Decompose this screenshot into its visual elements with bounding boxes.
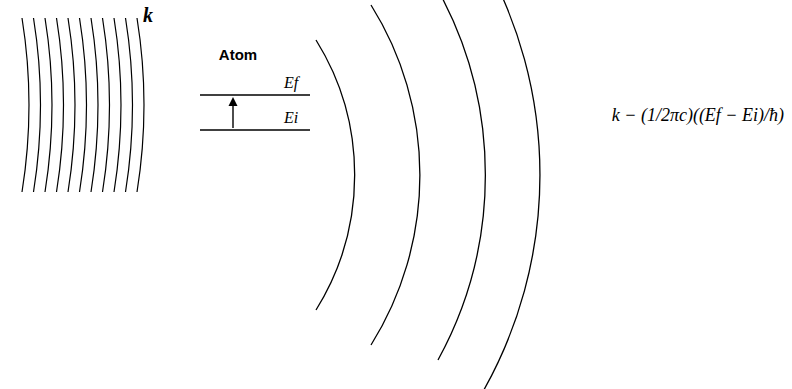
atom-label: Atom [219, 46, 257, 63]
incident-wavefronts [22, 18, 144, 192]
energy-level-line [200, 129, 310, 130]
atom-label-holder: Atom [219, 46, 257, 64]
atom-circle: AtomEfEi [156, 36, 320, 200]
wavefront [34, 18, 41, 192]
wavefront [80, 18, 87, 192]
wavefront [371, 5, 420, 345]
atom-disc [157, 37, 319, 199]
wavefront [45, 18, 52, 192]
wavefront [103, 18, 110, 192]
formula-label: k − (1/2πc)((Ef − Ei)/ħ) [612, 105, 784, 126]
formula-label-holder: k − (1/2πc)((Ef − Ei)/ħ) [612, 105, 784, 126]
transition-arrow [232, 104, 233, 128]
wavefront [68, 18, 75, 192]
wavefront [91, 18, 98, 192]
wavefront [114, 18, 121, 192]
wavefront [481, 0, 540, 389]
arrow-head [229, 97, 238, 106]
wave-number-label-holder: k [143, 4, 153, 27]
wavefront [316, 40, 355, 310]
energy-level-label: Ef [284, 74, 298, 92]
energy-levels [200, 95, 310, 130]
wavefront [137, 18, 144, 192]
energy-level-line [200, 94, 310, 95]
wavefront [438, 0, 485, 360]
energy-level-label-holder: Ei [284, 109, 298, 127]
wavefront [22, 18, 29, 192]
energy-level-label: Ei [284, 109, 298, 127]
wave-number-label: k [143, 4, 153, 27]
energy-level-label-holder: Ef [284, 74, 298, 92]
scattered-wavefronts [316, 0, 540, 389]
wavefront [57, 18, 64, 192]
wavefront [126, 18, 133, 192]
